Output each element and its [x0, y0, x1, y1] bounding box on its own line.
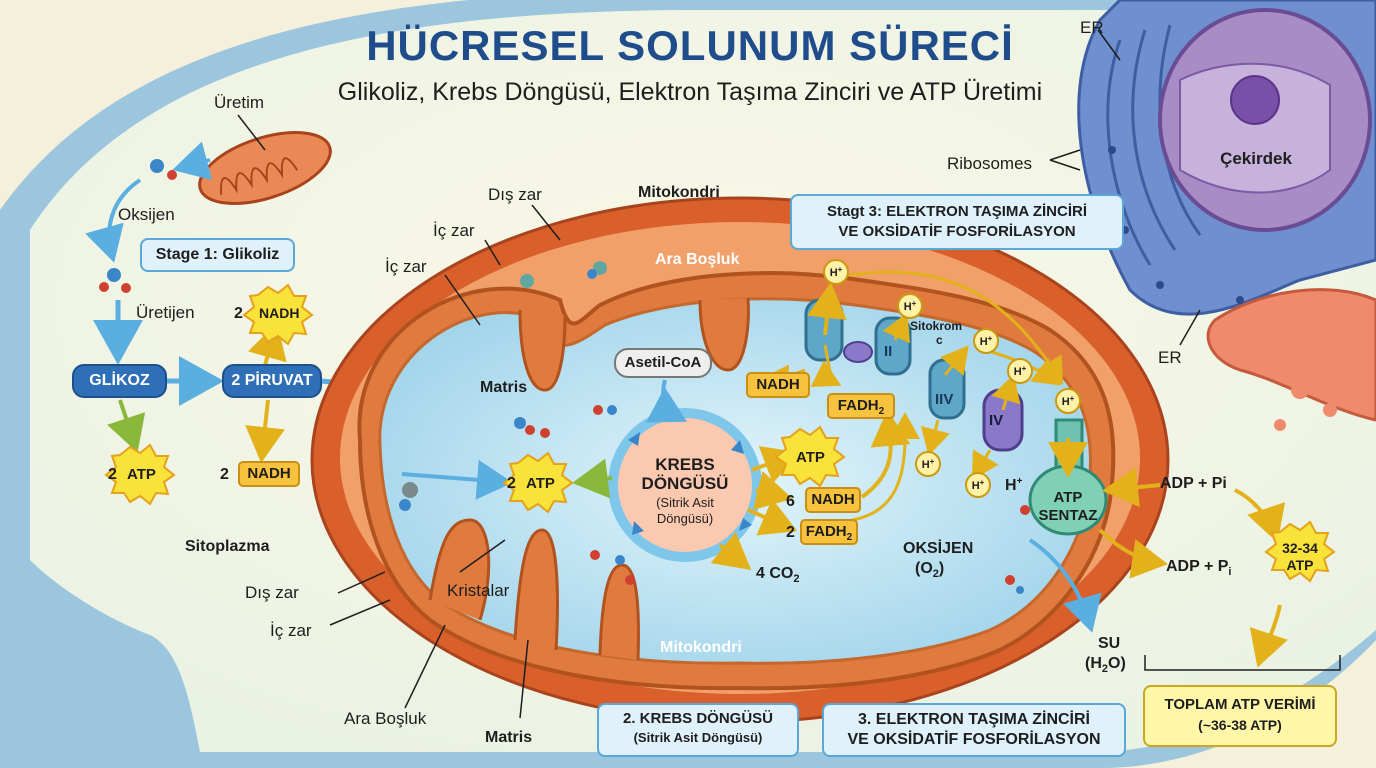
complex-iv-label: IV	[989, 412, 1003, 429]
label-uretim: Üretim	[214, 93, 264, 112]
label-oksijen: Oksijen	[118, 205, 175, 224]
complex-ii-label: II	[884, 343, 892, 360]
nadh-top-star-label: NADH	[259, 305, 299, 321]
nadh6-badge: NADH	[805, 487, 861, 513]
atp-3234-label-2: ATP	[1287, 557, 1314, 573]
molecule-dots	[399, 261, 1030, 594]
total-atp-line-1: TOPLAM ATP VERİMİ	[1164, 696, 1316, 713]
piruvat-pill: 2 PİRUVAT	[222, 364, 322, 398]
stage3-line-1: Stagt 3: ELEKTRON TAŞIMA ZİNCİRİ	[827, 203, 1087, 220]
label-matris-mito: Matris	[480, 379, 527, 396]
etc-nadh-badge: NADH	[746, 372, 810, 398]
sitokrom-label: Sitokrom	[910, 319, 962, 333]
krebs-title-2: DÖNGÜSÜ	[642, 474, 729, 493]
label-kristalar: Kristalar	[447, 581, 510, 600]
h-plus-6: H+	[922, 457, 935, 471]
label-dis-zar-left: Dış zar	[245, 583, 299, 602]
label-mitokondri-top: Mitokondri	[638, 184, 720, 201]
fadh2-count: 2	[786, 524, 795, 541]
krebs-summary-line-1: 2. KREBS DÖNGÜSÜ	[622, 710, 774, 727]
label-ara-bosluk-left: Ara Boşluk	[344, 709, 427, 728]
atp-mid-count: 2	[507, 475, 516, 492]
krebs-sub-2: Döngüsü)	[657, 511, 713, 526]
krebs-sub-1: (Sitrik Asit	[656, 495, 714, 510]
label-sitoplazma: Sitoplazma	[185, 538, 270, 555]
label-cekirdek: Çekirdek	[1220, 149, 1292, 168]
leader-lines	[237, 29, 1341, 719]
label-ic-zar-mito-2: İç zar	[385, 257, 427, 276]
h-plus-3: H+	[980, 334, 993, 348]
atp-star-icon	[104, 283, 1336, 583]
label-ribosomes: Ribosomes	[947, 154, 1032, 173]
stage1-box: Stage 1: Glikoliz	[140, 238, 295, 272]
atp-synthase-label-2: SENTAZ	[1039, 507, 1098, 524]
stage3-box: Stagt 3: ELEKTRON TAŞIMA ZİNCİRİ VE OKSİ…	[790, 194, 1124, 250]
h-plus-synthase-label: H+	[1005, 476, 1023, 494]
total-atp-box: TOPLAM ATP VERİMİ (~36-38 ATP)	[1143, 685, 1337, 747]
atp-left-label: ATP	[127, 466, 156, 483]
h-plus-2: H+	[904, 299, 917, 313]
label-uretijen: Üretijen	[136, 303, 195, 322]
sitokrom-c-label: c	[936, 333, 943, 347]
adp-label-2: ADP + Pi	[1166, 558, 1231, 578]
co2-label: 4 CO2	[756, 565, 799, 585]
label-ic-zar-left: İç zar	[270, 621, 312, 640]
atp-left-count: 2	[108, 466, 117, 483]
su-label-1: SU	[1098, 635, 1120, 652]
atp-krebs-label: ATP	[796, 449, 825, 466]
page-title: HÜCRESEL SOLUNUM SÜRECİ	[366, 22, 1014, 69]
mitochondrion-icon	[198, 131, 332, 205]
complex-iii-label: IIV	[935, 391, 953, 408]
h-plus-4: H+	[1014, 364, 1027, 378]
er-lower-icon	[1206, 288, 1376, 431]
atp-3234-label-1: 32-34	[1282, 540, 1318, 556]
etc-summary-line-1: 3. ELEKTRON TAŞIMA ZİNCİRİ	[858, 711, 1090, 728]
h-plus-icon	[823, 259, 1081, 498]
stage3-line-2: VE OKSİDATİF FOSFORİLASYON	[838, 223, 1076, 240]
asetil-coa-pill: Asetil-CoA	[614, 348, 712, 378]
oksijen-label-1: OKSİJEN	[903, 539, 973, 557]
h-plus-7: H+	[972, 478, 985, 492]
h-plus-1: H+	[830, 265, 843, 279]
nadh-bottom-badge: NADH	[238, 461, 300, 487]
label-er-bottom: ER	[1158, 348, 1182, 367]
etc-fadh2-badge: FADH2	[827, 393, 895, 419]
page-subtitle: Glikoliz, Krebs Döngüsü, Elektron Taşıma…	[337, 78, 1043, 106]
label-er-top: ER	[1080, 18, 1104, 37]
oksijen-label-2: (O2)	[915, 560, 944, 580]
su-label-2: (H2O)	[1085, 655, 1126, 675]
fadh2-badge: FADH2	[800, 519, 858, 545]
label-ara-bosluk-mito: Ara Boşluk	[655, 251, 740, 268]
h-plus-5: H+	[1062, 394, 1075, 408]
atp-synthase-label-1: ATP	[1054, 489, 1083, 506]
label-ic-zar-mito-1: İç zar	[433, 221, 475, 240]
etc-summary-line-2: VE OKSİDATİF FOSFORİLASYON	[847, 731, 1101, 748]
krebs-summary-box: 2. KREBS DÖNGÜSÜ (Sitrik Asit Döngüsü)	[597, 703, 799, 757]
krebs-title-1: KREBS	[655, 455, 715, 474]
label-mitokondri-bottom: Mitokondri	[660, 639, 742, 656]
label-matris-bottom: Matris	[485, 729, 532, 746]
label-dis-zar-mito: Dış zar	[488, 185, 542, 204]
adp-label-1: ADP + Pi	[1160, 475, 1227, 492]
etc-summary-box: 3. ELEKTRON TAŞIMA ZİNCİRİ VE OKSİDATİF …	[822, 703, 1126, 757]
nadh-bottom-count: 2	[220, 466, 229, 483]
total-atp-line-2: (~36-38 ATP)	[1198, 717, 1282, 733]
nadh6-count: 6	[786, 493, 795, 510]
glikoz-pill: GLİKOZ	[72, 364, 167, 398]
atp-mid-label: ATP	[526, 475, 555, 492]
nucleus-icon	[1158, 8, 1372, 232]
nadh-top-count: 2	[234, 305, 243, 322]
krebs-summary-line-2: (Sitrik Asit Döngüsü)	[633, 730, 763, 745]
